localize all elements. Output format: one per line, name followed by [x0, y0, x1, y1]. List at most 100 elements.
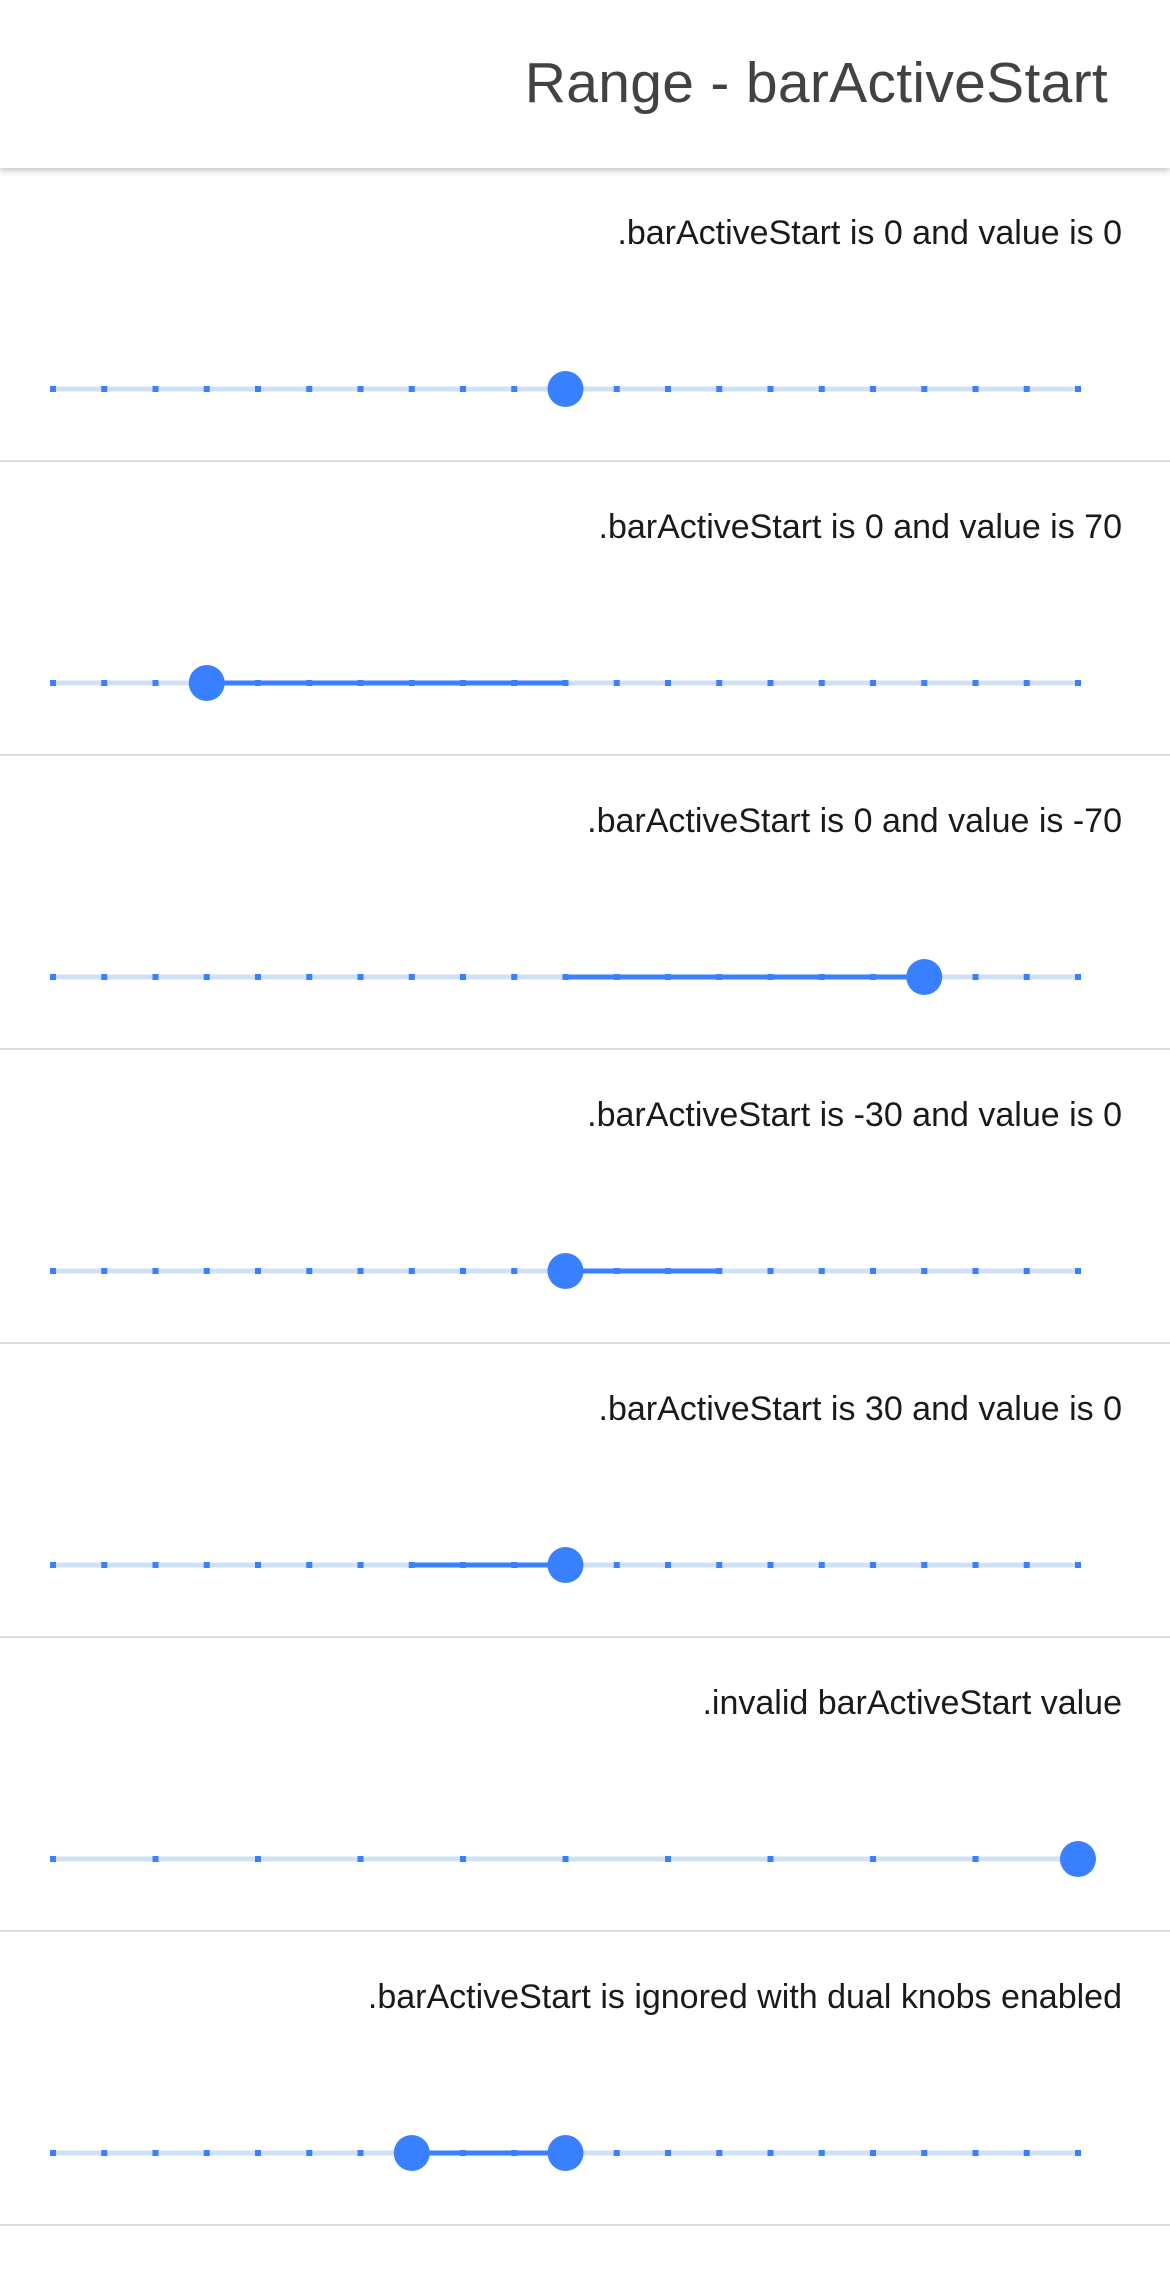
range-tick — [152, 386, 159, 392]
range-tick — [408, 386, 415, 392]
range-svg — [50, 1547, 1081, 1583]
range-tick — [972, 1562, 979, 1568]
range-tick — [50, 1562, 56, 1568]
range-tick — [972, 1856, 979, 1862]
item-label: .barActiveStart is 0 and value is -70 — [587, 802, 1122, 840]
range-tick — [1023, 2150, 1030, 2156]
range-tick — [613, 680, 620, 686]
range-tick — [613, 1562, 620, 1568]
range-tick — [255, 1562, 261, 1568]
range-slider[interactable] — [0, 462, 1170, 756]
range-tick — [1075, 2150, 1081, 2156]
range-tick — [511, 974, 518, 980]
range-knob-upper[interactable] — [547, 2135, 584, 2171]
range-tick — [818, 1268, 825, 1274]
list-item: .barActiveStart is -30 and value is 0 — [0, 1050, 1170, 1344]
list-item: .invalid barActiveStart value — [0, 1638, 1170, 1932]
range-tick — [152, 1562, 159, 1568]
range-tick — [716, 386, 723, 392]
range-svg — [50, 2135, 1081, 2171]
range-tick — [870, 386, 876, 392]
range-tick — [767, 1268, 774, 1274]
range-tick — [716, 2150, 723, 2156]
range-tick — [101, 1562, 108, 1568]
range-slider[interactable] — [0, 1344, 1170, 1638]
range-tick — [306, 386, 313, 392]
toolbar: Range - barActiveStart — [0, 0, 1170, 168]
range-tick — [613, 2150, 620, 2156]
range-tick — [665, 2150, 671, 2156]
range-svg — [50, 665, 1081, 701]
range-tick — [511, 386, 518, 392]
item-label: .barActiveStart is -30 and value is 0 — [587, 1096, 1122, 1134]
range-list: .barActiveStart is 0 and value is 0 .bar… — [0, 168, 1170, 2226]
range-tick — [665, 1856, 671, 1862]
range-tick — [50, 680, 56, 686]
item-label: .invalid barActiveStart value — [702, 1684, 1122, 1722]
range-slider[interactable] — [0, 1638, 1170, 1932]
range-tick — [613, 386, 620, 392]
range-tick — [818, 680, 825, 686]
range-tick — [921, 386, 928, 392]
range-tick — [1075, 680, 1081, 686]
range-tick — [870, 2150, 876, 2156]
range-tick — [203, 974, 210, 980]
range-knob[interactable] — [547, 371, 584, 407]
range-tick — [818, 2150, 825, 2156]
range-tick — [357, 386, 364, 392]
range-tick — [101, 1268, 108, 1274]
range-tick — [357, 1856, 364, 1862]
range-tick — [255, 386, 261, 392]
range-svg — [50, 959, 1081, 995]
range-tick — [101, 974, 108, 980]
range-svg — [50, 1253, 1081, 1289]
range-knob-lower[interactable] — [393, 2135, 430, 2171]
range-tick — [1023, 974, 1030, 980]
range-slider[interactable] — [0, 1050, 1170, 1344]
range-tick — [767, 680, 774, 686]
range-slider[interactable] — [0, 168, 1170, 462]
range-tick — [870, 680, 876, 686]
range-tick — [50, 974, 56, 980]
range-tick — [972, 680, 979, 686]
range-slider[interactable] — [0, 1932, 1170, 2226]
range-tick — [408, 1268, 415, 1274]
range-knob[interactable] — [906, 959, 943, 995]
range-knob[interactable] — [188, 665, 225, 701]
range-tick — [255, 974, 261, 980]
range-tick — [152, 2150, 159, 2156]
range-tick — [460, 974, 466, 980]
range-tick — [767, 1856, 774, 1862]
range-tick — [203, 386, 210, 392]
item-label: .barActiveStart is 30 and value is 0 — [598, 1390, 1123, 1428]
range-tick — [1075, 386, 1081, 392]
range-tick — [870, 1268, 876, 1274]
range-tick — [1023, 680, 1030, 686]
range-tick — [152, 1856, 159, 1862]
range-slider[interactable] — [0, 756, 1170, 1050]
range-tick — [152, 1268, 159, 1274]
range-tick — [818, 1562, 825, 1568]
range-tick — [50, 1268, 56, 1274]
item-label: .barActiveStart is 0 and value is 70 — [598, 508, 1123, 546]
range-tick — [460, 1856, 466, 1862]
range-tick — [1023, 386, 1030, 392]
range-tick — [460, 386, 466, 392]
page-title: Range - barActiveStart — [524, 51, 1108, 115]
range-tick — [767, 1562, 774, 1568]
range-tick — [50, 1856, 56, 1862]
range-tick — [972, 2150, 979, 2156]
range-knob[interactable] — [1060, 1841, 1096, 1877]
range-knob[interactable] — [547, 1253, 584, 1289]
range-tick — [101, 680, 108, 686]
range-tick — [203, 2150, 210, 2156]
range-tick — [562, 1856, 569, 1862]
range-tick — [1023, 1268, 1030, 1274]
range-tick — [716, 680, 723, 686]
range-tick — [818, 386, 825, 392]
range-knob[interactable] — [547, 1547, 584, 1583]
range-tick — [101, 2150, 108, 2156]
range-tick — [921, 2150, 928, 2156]
range-tick — [870, 1856, 876, 1862]
range-tick — [1075, 1268, 1081, 1274]
